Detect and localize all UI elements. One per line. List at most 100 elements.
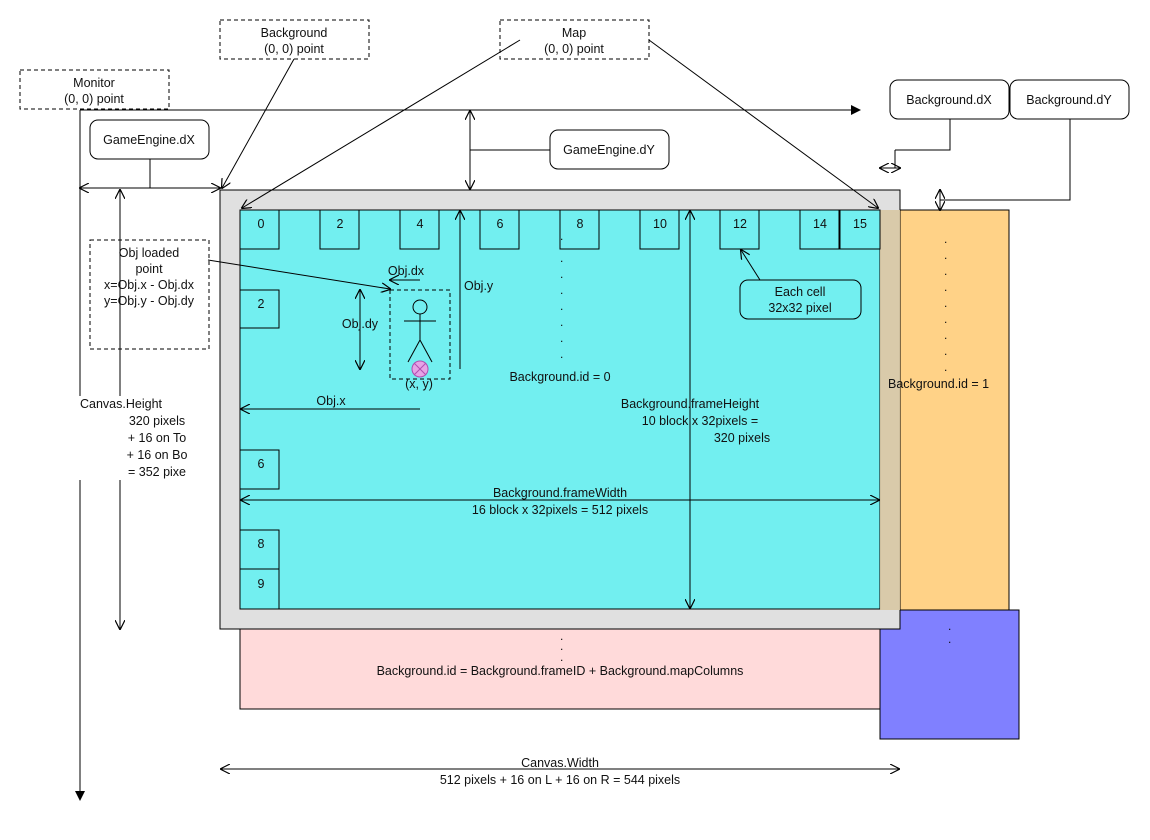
svg-text:.: .: [560, 229, 563, 243]
cell-label: 15: [853, 217, 867, 231]
cell: [639, 209, 680, 250]
svg-text:.: .: [944, 344, 947, 358]
xy-label: (x, y): [405, 377, 433, 391]
each-cell-callout: Each cell 32x32 pixel: [739, 279, 862, 320]
frame-width-label: Background.frameWidth 16 block x 32pixel…: [472, 486, 648, 517]
svg-text:.: .: [944, 296, 947, 310]
background-id-0: Background.id = 0: [509, 370, 610, 384]
monitor-origin-box: Monitor (0, 0) point: [19, 69, 170, 110]
svg-text:(0, 0) point: (0, 0) point: [264, 42, 324, 56]
svg-text:.: .: [560, 251, 563, 265]
svg-text:Background.dY: Background.dY: [1026, 93, 1112, 107]
canvas-overlap-tint: [880, 210, 900, 610]
cell-label: 4: [417, 217, 424, 231]
svg-text:.: .: [944, 280, 947, 294]
stick-figure-icon: [404, 299, 436, 363]
svg-text:.: .: [560, 315, 563, 329]
blue-background-region: [879, 609, 1020, 740]
bg-dy-pill: Background.dY: [1009, 79, 1130, 120]
cell: [839, 209, 881, 250]
cell-label: 6: [258, 457, 265, 471]
ellipsis-dots: . . . . . . . . . . . . . . . . . . . . …: [560, 229, 951, 664]
svg-text:.: .: [944, 232, 947, 246]
obj-y-label: Obj.y: [464, 279, 494, 293]
svg-text:Canvas.Height: Canvas.Height: [80, 397, 163, 411]
cell-label: 8: [258, 537, 265, 551]
svg-text:10 block x 32pixels =: 10 block x 32pixels =: [642, 414, 758, 428]
cell: [239, 289, 280, 329]
obj-dx-label: Obj.dx: [388, 264, 425, 278]
cell: [399, 209, 440, 250]
background-id-formula: Background.id = Background.frameID + Bac…: [377, 664, 744, 678]
svg-text:GameEngine.dX: GameEngine.dX: [103, 133, 195, 147]
canvas-width-label: Canvas.Width 512 pixels + 16 on L + 16 o…: [440, 756, 680, 787]
cell: [799, 209, 840, 250]
object-bounding-box: [389, 289, 451, 380]
svg-text:32x32 pixel: 32x32 pixel: [768, 301, 831, 315]
cell-label: 0: [258, 217, 265, 231]
svg-text:y=Obj.y - Obj.dy: y=Obj.y - Obj.dy: [104, 294, 195, 308]
svg-text:GameEngine.dY: GameEngine.dY: [563, 143, 655, 157]
cell: [239, 449, 280, 490]
cell: [319, 209, 360, 250]
each-cell-pointer: [741, 250, 761, 281]
cell: [719, 209, 760, 250]
svg-text:.: .: [560, 629, 563, 643]
engine-dy-pill: GameEngine.dY: [549, 129, 670, 170]
svg-text:.: .: [944, 264, 947, 278]
svg-text:512 pixels + 16 on L + 16 on R: 512 pixels + 16 on L + 16 on R = 544 pix…: [440, 773, 680, 787]
cell-label: 2: [258, 297, 265, 311]
svg-text:(0, 0) point: (0, 0) point: [64, 92, 124, 106]
cell-label: 8: [577, 217, 584, 231]
svg-text:Background.dX: Background.dX: [906, 93, 992, 107]
svg-text:.: .: [560, 299, 563, 313]
svg-text:Canvas.Width: Canvas.Width: [521, 756, 599, 770]
obj-dy-label: Obj.dy: [342, 317, 379, 331]
engine-dx-pill: GameEngine.dX: [89, 119, 210, 160]
cell-label: 9: [258, 577, 265, 591]
svg-text:Background: Background: [261, 26, 328, 40]
svg-text:Each cell: Each cell: [775, 285, 826, 299]
map-origin-box: Map (0, 0) point: [499, 19, 650, 60]
svg-text:Background.frameWidth: Background.frameWidth: [493, 486, 627, 500]
cell: [239, 209, 280, 250]
top-cells: 0 2 4 6 8 10 12 14 15: [239, 209, 881, 250]
bg-dy-leader: [940, 119, 1071, 201]
svg-text:point: point: [135, 262, 163, 276]
svg-text:.: .: [944, 312, 947, 326]
svg-text:+ 16 on To: + 16 on To: [128, 431, 187, 445]
background-origin-pointer: [222, 58, 295, 188]
svg-text:Map: Map: [562, 26, 586, 40]
cell-label: 14: [813, 217, 827, 231]
xy-marker-icon: [411, 360, 429, 378]
map-origin-pointer-right: [648, 39, 878, 208]
cell: [479, 209, 520, 250]
svg-text:+ 16 on Bo: + 16 on Bo: [127, 448, 188, 462]
svg-text:.: .: [944, 360, 947, 374]
svg-text:.: .: [560, 639, 563, 653]
cell-label: 6: [497, 217, 504, 231]
svg-text:.: .: [560, 650, 563, 664]
canvas-height-label: Canvas.Height 320 pixels + 16 on To + 16…: [78, 396, 194, 480]
left-cells: 2 6 8 9: [239, 289, 280, 610]
svg-text:.: .: [948, 632, 951, 646]
svg-text:320 pixels: 320 pixels: [129, 414, 185, 428]
cell: [559, 209, 600, 250]
svg-text:(0, 0) point: (0, 0) point: [544, 42, 604, 56]
cell-label: 12: [733, 217, 747, 231]
background-origin-box: Background (0, 0) point: [219, 19, 370, 60]
cell: [239, 568, 280, 610]
svg-text:.: .: [560, 331, 563, 345]
svg-text:320 pixels: 320 pixels: [714, 431, 770, 445]
map-origin-pointer-left: [242, 39, 521, 208]
svg-text:= 352 pixe: = 352 pixe: [128, 465, 186, 479]
svg-text:Background.frameHeight: Background.frameHeight: [621, 397, 760, 411]
background-id-1: Background.id = 1: [888, 377, 989, 391]
svg-text:.: .: [944, 248, 947, 262]
obj-loaded-pointer: [207, 259, 390, 289]
svg-text:.: .: [560, 267, 563, 281]
svg-text:.: .: [944, 328, 947, 342]
bg-dx-pill: Background.dX: [889, 79, 1010, 120]
svg-text:.: .: [560, 283, 563, 297]
